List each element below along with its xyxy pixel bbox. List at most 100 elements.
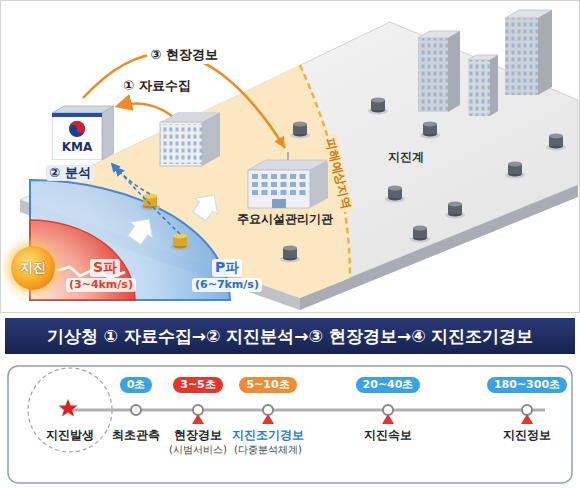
facility-building-art	[290, 190, 296, 195]
timeline-panel	[263, 405, 273, 415]
seismometer-icons	[368, 98, 388, 115]
time-pill: 20~40초	[356, 377, 421, 393]
ground-slab	[20, 22, 578, 310]
office-building	[160, 122, 202, 166]
agency-building-art	[102, 106, 114, 160]
facility-building-art	[290, 182, 296, 187]
timeline-label: 지진조기경보	[232, 428, 304, 442]
facility-building-art	[271, 190, 277, 195]
connector-label: ③ 현장경보	[147, 47, 221, 63]
facility-building-art	[281, 182, 287, 187]
time-pill: 5~10초	[239, 377, 296, 393]
timeline-panel	[8, 366, 572, 483]
agency-name: KMA	[52, 140, 102, 154]
facility-building-art	[271, 182, 277, 187]
timeline-panel	[59, 399, 78, 417]
facility-building-art	[262, 182, 268, 187]
time-value: 0초	[127, 378, 146, 392]
timeline-label: 지진정보	[503, 428, 551, 442]
timeline-label: 지진속보	[364, 428, 412, 442]
time-pill: 180~300초	[487, 377, 567, 393]
facility-building: 주요시설관리기관	[228, 148, 342, 232]
tower-buildings	[505, 18, 538, 95]
tower-buildings	[418, 38, 448, 112]
facility-building-art	[271, 174, 277, 179]
seismometer-icons	[140, 98, 566, 263]
seismometer-icons	[410, 226, 430, 243]
timeline-panel	[383, 405, 393, 415]
office-building	[160, 112, 220, 166]
wave-speed: (6~7km/s)	[192, 278, 262, 292]
wave-arrows	[123, 211, 161, 248]
facility-building-art	[272, 199, 286, 208]
facility-building-art	[228, 148, 342, 210]
time-pill: 3~5초	[173, 377, 223, 393]
facility-building-art	[252, 182, 258, 187]
tower-buildings	[418, 10, 552, 116]
step-label: ① 자료수집	[120, 78, 194, 94]
facility-building-art	[290, 174, 296, 179]
agency-building-art	[52, 113, 102, 117]
timeline-panel	[262, 414, 274, 424]
timeline-label: 지진발생	[46, 428, 94, 442]
time-value: 5~10초	[246, 378, 289, 392]
seismometer-icons	[140, 194, 160, 211]
timeline-panel	[8, 366, 572, 483]
epicenter-circle: 지진	[11, 246, 55, 290]
facility-building-art	[300, 182, 306, 187]
timeline-note: (다중분석체계)	[234, 444, 302, 457]
facility-building-art	[281, 174, 287, 179]
time-pill: 0초	[120, 377, 153, 393]
timeline-label: 최초관측	[112, 428, 160, 442]
seismometer-icons	[445, 202, 465, 219]
seismometer-icons	[280, 246, 300, 263]
seismometer-icons	[420, 122, 440, 139]
facility-building-art	[262, 190, 268, 195]
timeline-panel	[192, 414, 204, 424]
tower-buildings	[538, 10, 552, 95]
sensor-signal-arcs	[112, 164, 180, 234]
sensor-label: 지진계	[388, 150, 424, 165]
time-value: 20~40초	[363, 378, 414, 392]
seismometer-icons	[505, 162, 525, 179]
facility-building-art	[287, 152, 288, 160]
sensor-signal-arcs	[112, 164, 150, 194]
seismometer-icons	[385, 186, 405, 203]
facility-building-art	[310, 160, 328, 208]
facility-building-art	[281, 190, 287, 195]
arrow-head	[274, 136, 285, 148]
seismometer-icons	[290, 122, 310, 139]
tower-buildings	[418, 38, 448, 112]
epicenter-text: 지진	[20, 259, 46, 277]
tower-buildings	[468, 60, 490, 116]
wave-name: S파	[90, 259, 120, 277]
time-value: 180~300초	[494, 378, 560, 392]
facility-building-art	[252, 174, 258, 179]
facility-building-art	[300, 190, 306, 195]
time-value: 3~5초	[180, 378, 216, 392]
agency-building: KMA	[52, 98, 114, 160]
timeline-panel	[193, 405, 203, 415]
illustration-frame	[1, 1, 580, 313]
tower-buildings	[468, 60, 490, 116]
timeline-note: (시범서비스)	[169, 444, 227, 457]
tower-buildings	[448, 31, 460, 112]
facility-name: 주요시설관리기관	[237, 212, 333, 227]
timeline-panel	[521, 414, 533, 424]
office-building	[160, 124, 202, 164]
timeline-panel	[131, 405, 141, 415]
facility-building-art	[300, 174, 306, 179]
process-band: 기상청 ① 자료수집→② 지진분석→③ 현장경보→④ 지진조기경보	[5, 318, 575, 354]
wave-arrows	[188, 187, 226, 224]
office-building	[202, 112, 220, 166]
timeline-panel	[522, 405, 532, 415]
facility-building-art	[248, 170, 310, 208]
wave-speed: (3~4km/s)	[66, 278, 136, 292]
timeline-label: 현장경보	[174, 428, 222, 442]
process-steps: 기상청 ① 자료수집→② 지진분석→③ 현장경보→④ 지진조기경보	[47, 325, 534, 348]
seismometer-icons	[170, 234, 190, 251]
step-label: ② 분석	[46, 165, 94, 181]
